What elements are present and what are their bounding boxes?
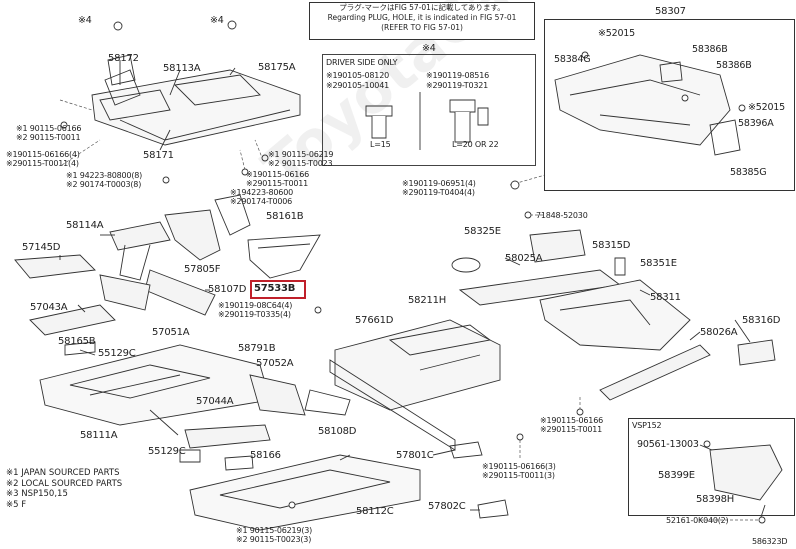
part-90115-06166-4[interactable]: ※190115-06166(4) — [6, 150, 80, 159]
part-90115-06166-3[interactable]: ※190115-06166(3) — [482, 462, 556, 471]
part-90174-T0003[interactable]: ※2 90174-T0003(8) — [66, 180, 142, 189]
part-58166[interactable]: 58166 — [250, 450, 281, 461]
part-58385G[interactable]: 58385G — [730, 167, 767, 178]
legend-line-4: ※5 F — [6, 499, 27, 510]
driver-box-title: DRIVER SIDE ONLY — [326, 58, 398, 67]
part-58351E[interactable]: 58351E — [640, 258, 677, 269]
legend-line-3: ※3 NSP150,15 — [6, 489, 68, 499]
note-line-2: Regarding PLUG, HOLE, it is indicated in… — [327, 13, 517, 22]
part-52015-a[interactable]: ※52015 — [598, 28, 635, 39]
part-58316D[interactable]: 58316D — [742, 315, 781, 326]
part-90115-06166-b[interactable]: ※190115-06166 — [246, 170, 309, 179]
part-94223-80600[interactable]: ※194223-80600 — [230, 188, 293, 197]
highlighted-part-frame[interactable] — [250, 280, 306, 299]
part-57044A[interactable]: 57044A — [196, 396, 234, 407]
part-90115-06219-3[interactable]: ※1 90115-06219(3) — [236, 526, 313, 535]
part-58315D[interactable]: 58315D — [592, 240, 631, 251]
driver-left-part-1: ※190105-08120 — [326, 71, 389, 80]
part-90115-06166-c[interactable]: ※190115-06166 — [540, 416, 603, 425]
vsp-inset — [628, 418, 795, 516]
part-57805F[interactable]: 57805F — [184, 264, 221, 275]
part-90119-T0335[interactable]: ※290119-T0335(4) — [218, 310, 291, 319]
part-58161B[interactable]: 58161B — [266, 211, 304, 222]
part-58307[interactable]: 58307 — [655, 6, 686, 17]
part-90115-06166[interactable]: ※1 90115-06166 — [16, 124, 82, 133]
driver-right-length: L=20 OR 22 — [452, 140, 499, 149]
driver-right-part-2: ※290119-T0321 — [426, 81, 489, 90]
reference-note-box: プラグ-マークはFIG 57-01に記載してあります。 Regarding PL… — [309, 2, 535, 40]
driver-left-length: L=15 — [370, 140, 391, 149]
part-90115-T0011-4[interactable]: ※290115-T0011(4) — [6, 159, 79, 168]
sourcing-legend: ※1 JAPAN SOURCED PARTS ※2 LOCAL SOURCED … — [6, 468, 122, 510]
part-90115-T0011-3[interactable]: ※290115-T0011(3) — [482, 471, 555, 480]
part-90119-T0404[interactable]: ※290119-T0404(4) — [402, 188, 475, 197]
part-58107D[interactable]: 58107D — [208, 284, 247, 295]
part-58165B[interactable]: 58165B — [58, 336, 96, 347]
part-90174-T0006[interactable]: ※290174-T0006 — [230, 197, 293, 206]
part-55129C[interactable]: 55129C — [98, 348, 136, 359]
part-58396A[interactable]: 58396A — [738, 118, 774, 129]
part-57043A[interactable]: 57043A — [30, 302, 68, 313]
driver-side-inset — [322, 54, 536, 166]
part-58025A[interactable]: 58025A — [505, 253, 543, 264]
legend-line-2: ※2 LOCAL SOURCED PARTS — [6, 478, 123, 489]
part-star4-b: ※4 — [210, 15, 224, 26]
part-90119-06951[interactable]: ※190119-06951(4) — [402, 179, 476, 188]
part-90561-13003[interactable]: 90561-13003 — [637, 439, 699, 450]
part-57533B[interactable]: 57533B — [254, 283, 296, 294]
part-58791B[interactable]: 58791B — [238, 343, 276, 354]
part-90115-T0011-b[interactable]: ※290115-T0011 — [246, 179, 309, 188]
part-90115-T0011[interactable]: ※2 90115-T0011 — [16, 133, 81, 142]
part-90119-08C64[interactable]: ※190119-08C64(4) — [218, 301, 293, 310]
legend-line-1: ※1 JAPAN SOURCED PARTS — [6, 468, 120, 478]
part-58311[interactable]: 58311 — [650, 292, 681, 303]
driver-right-part-1: ※190119-08516 — [426, 71, 489, 80]
part-57661D[interactable]: 57661D — [355, 315, 394, 326]
part-58026A[interactable]: 58026A — [700, 327, 738, 338]
part-55129C-b[interactable]: 55129C — [148, 446, 186, 457]
part-57801C[interactable]: 57801C — [396, 450, 434, 461]
part-90115-06219[interactable]: ※1 90115-06219 — [268, 150, 334, 159]
part-57145D[interactable]: 57145D — [22, 242, 61, 253]
part-58112C[interactable]: 58112C — [356, 506, 394, 517]
part-57051A[interactable]: 57051A — [152, 327, 190, 338]
part-58175A[interactable]: 58175A — [258, 62, 296, 73]
driver-box-star-label: ※4 — [422, 43, 436, 54]
part-58172[interactable]: 58172 — [108, 53, 139, 64]
part-57802C[interactable]: 57802C — [428, 501, 466, 512]
part-52161-0K040[interactable]: 52161-0K040(2) — [666, 516, 729, 525]
driver-left-part-2: ※290105-10041 — [326, 81, 389, 90]
part-58386B-2[interactable]: 58386B — [716, 60, 752, 71]
part-58111A[interactable]: 58111A — [80, 430, 118, 441]
part-58113A[interactable]: 58113A — [163, 63, 201, 74]
part-90115-T0023-3[interactable]: ※2 90115-T0023(3) — [236, 535, 312, 544]
part-star4-a: ※4 — [78, 15, 92, 26]
part-52015-b[interactable]: ※52015 — [748, 102, 785, 113]
part-58386B-1[interactable]: 58386B — [692, 44, 728, 55]
part-58211H[interactable]: 58211H — [408, 295, 447, 306]
note-line-3: (REFER TO FIG 57-01) — [381, 23, 463, 32]
part-90115-T0011-c[interactable]: ※290115-T0011 — [540, 425, 603, 434]
part-57052A[interactable]: 57052A — [256, 358, 294, 369]
note-line-1: プラグ-マークはFIG 57-01に記載してあります。 — [339, 3, 505, 12]
part-58398H[interactable]: 58398H — [696, 494, 735, 505]
part-58384G[interactable]: 58384G — [554, 54, 591, 65]
figure-id: 586323D — [752, 537, 788, 546]
part-58108D[interactable]: 58108D — [318, 426, 357, 437]
part-90115-T0023[interactable]: ※2 90115-T0023 — [268, 159, 333, 168]
part-58114A[interactable]: 58114A — [66, 220, 104, 231]
vsp-label: VSP152 — [632, 421, 662, 430]
part-58325E[interactable]: 58325E — [464, 226, 501, 237]
part-58399E[interactable]: 58399E — [658, 470, 695, 481]
part-71848-52030[interactable]: 71848-52030 — [536, 211, 588, 220]
part-94223-80800[interactable]: ※1 94223-80800(8) — [66, 171, 143, 180]
part-58171[interactable]: 58171 — [143, 150, 174, 161]
rear-crossmember-inset — [544, 19, 795, 191]
